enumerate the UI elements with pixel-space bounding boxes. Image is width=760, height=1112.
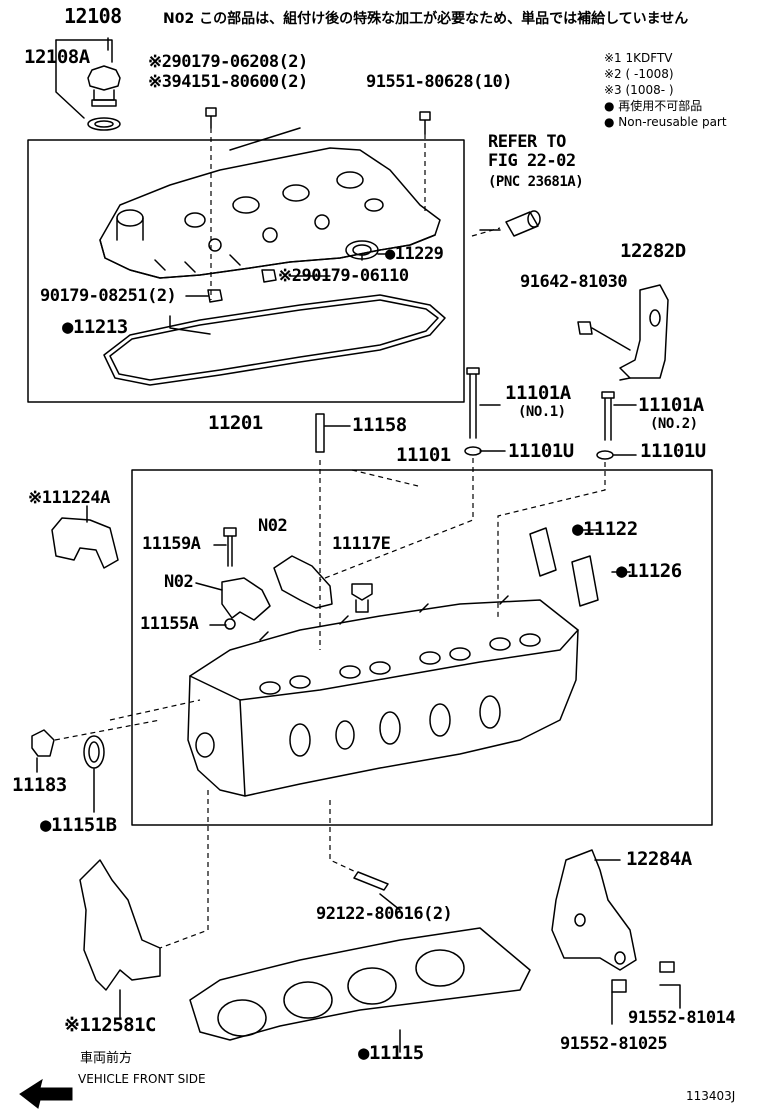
part-label-91642-81030: 91642-81030 xyxy=(520,272,628,292)
bolt-91552-81025-drawing xyxy=(611,979,627,993)
bracket-12282D-drawing xyxy=(619,284,669,379)
legend-item: ● Non-reusable part xyxy=(604,115,727,129)
part-label-11101U-2: 11101U xyxy=(640,440,706,462)
bracket-12284A-drawing xyxy=(551,849,637,971)
bolt-91552-81014-drawing xyxy=(659,961,675,973)
cover-gasket-drawing xyxy=(103,294,446,386)
refer-line3: (PNC 23681A) xyxy=(488,174,584,190)
part-label-11115: ●11115 xyxy=(358,1042,424,1064)
bolt-11159A-drawing xyxy=(223,527,237,567)
head-group-box xyxy=(131,469,713,826)
legend-item: ※1 1KDFTV xyxy=(604,51,673,65)
part-label-11229: ●11229 xyxy=(385,244,444,264)
part-label-N02-b: N02 xyxy=(164,572,194,592)
clip-90179-06110-drawing xyxy=(261,269,277,283)
plug-11183-drawing xyxy=(31,729,55,757)
part-label-12581C: ※112581C xyxy=(64,1014,157,1036)
part-11224A-drawing xyxy=(51,517,119,569)
part-label-11101A-no2: 11101A xyxy=(638,394,704,416)
part-label-90179-08251: 90179-08251(2) xyxy=(40,286,177,306)
bearing-cap-a-drawing xyxy=(221,577,271,621)
part-label-11158: 11158 xyxy=(352,414,407,436)
front-label-en: VEHICLE FRONT SIDE xyxy=(78,1072,206,1086)
bolt-91551-80628-drawing xyxy=(419,111,431,135)
front-label-jp: 車両前方 xyxy=(80,1051,133,1066)
part-label-N02-a: N02 xyxy=(258,516,288,536)
part-label-94151-80600: ※394151-80600(2) xyxy=(148,72,308,92)
bearing-cap-b-drawing xyxy=(273,555,333,609)
part-label-90179-06208: ※290179-06208(2) xyxy=(148,52,308,72)
tube-11126-drawing xyxy=(571,555,599,607)
part-label-11126: ●11126 xyxy=(616,560,682,582)
legend-item: ● 再使用不可部品 xyxy=(604,99,703,113)
part-label-11201: 11201 xyxy=(208,412,263,434)
part-label-90179-06110: ※290179-06110 xyxy=(278,266,409,286)
stud-92122-drawing xyxy=(353,871,389,891)
part-label-11101A-no1: 11101A xyxy=(505,382,571,404)
part-label-11183: 11183 xyxy=(12,774,67,796)
stud-11158-drawing xyxy=(315,413,325,453)
cover-group-box xyxy=(27,139,465,403)
refer-pipe-drawing xyxy=(505,211,539,237)
head-gasket-drawing xyxy=(189,927,531,1041)
part-label-11117E: 11117E xyxy=(332,534,391,554)
header-note: N02 この部品は、組付け後の特殊な加工が必要なため、単品では補給していません xyxy=(163,11,689,27)
tube-11122-drawing xyxy=(529,527,557,577)
refer-line1: REFER TO xyxy=(488,132,566,152)
part-label-11122: ●11122 xyxy=(572,518,638,540)
part-label-11224A: ※111224A xyxy=(28,488,110,508)
cover-12581C-drawing xyxy=(79,859,161,991)
legend: ※1 1KDFTV ※2 ( -1008) ※3 (1008- ) ● 再使用不… xyxy=(604,50,727,130)
part-label-92122-80616: 92122-80616(2) xyxy=(316,904,453,924)
part-label-12108: 12108 xyxy=(64,4,122,28)
front-arrow-drawing xyxy=(19,1078,73,1109)
part-label-11101U-1: 11101U xyxy=(508,440,574,462)
part-label-11159A: 11159A xyxy=(142,534,201,554)
head-bolt-no2-drawing xyxy=(601,391,615,441)
head-bolt-no1-drawing xyxy=(466,367,480,439)
part-label-11213: ●11213 xyxy=(62,316,128,338)
clip-90179-08251-drawing xyxy=(207,289,223,303)
part-label-11151B: ●11151B xyxy=(40,814,117,836)
part-label-11101A-no1-sub: (NO.1) xyxy=(518,404,566,420)
cylinder-head-drawing xyxy=(187,595,579,797)
part-11117E-drawing xyxy=(351,583,373,613)
figure-code: 113403J xyxy=(686,1089,736,1103)
legend-item: ※2 ( -1008) xyxy=(604,67,674,81)
part-label-12284A: 12284A xyxy=(626,848,692,870)
part-label-91552-81025: 91552-81025 xyxy=(560,1034,668,1054)
refer-line2: FIG 22-02 xyxy=(488,151,576,171)
legend-item: ※3 (1008- ) xyxy=(604,83,674,97)
oil-seal-11151B-drawing xyxy=(83,735,105,769)
part-label-11101A-no2-sub: (NO.2) xyxy=(650,416,698,432)
part-label-12282D: 12282D xyxy=(620,240,686,262)
part-label-11101: 11101 xyxy=(396,444,451,466)
oil-filler-cap-drawing xyxy=(55,39,121,131)
part-label-91551-80628: 91551-80628(10) xyxy=(366,72,513,92)
cylinder-head-cover-drawing xyxy=(99,127,441,279)
bolt-90179-06208-drawing xyxy=(205,107,217,129)
part-label-91552-81014: 91552-81014 xyxy=(628,1008,736,1028)
part-label-11155A: 11155A xyxy=(140,614,199,634)
part-label-12108A: 12108A xyxy=(24,46,90,68)
